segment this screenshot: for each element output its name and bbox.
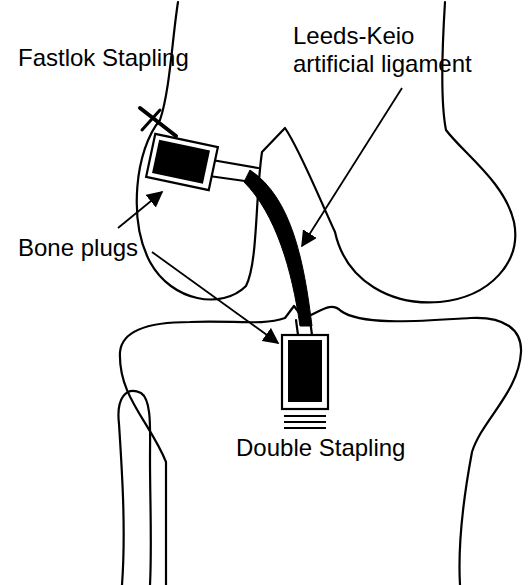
double-staple (284, 416, 326, 428)
leader-arrow (118, 192, 162, 228)
leader-arrow (152, 252, 278, 343)
femoral-bone-plug (146, 134, 218, 190)
part-label: Double Stapling (236, 434, 405, 462)
tibia-outline (120, 306, 521, 585)
artificial-ligament (244, 170, 312, 326)
part-label: Fastlok Stapling (18, 44, 189, 72)
femur-outline (137, 2, 515, 302)
leader-arrow (302, 88, 402, 246)
part-label: Leeds-Keio artificial ligament (293, 22, 493, 78)
fibula-outline (118, 391, 150, 585)
fastlok-staple (140, 108, 176, 136)
part-label: Bone plugs (18, 234, 138, 262)
tibial-bone-plug (282, 335, 328, 409)
